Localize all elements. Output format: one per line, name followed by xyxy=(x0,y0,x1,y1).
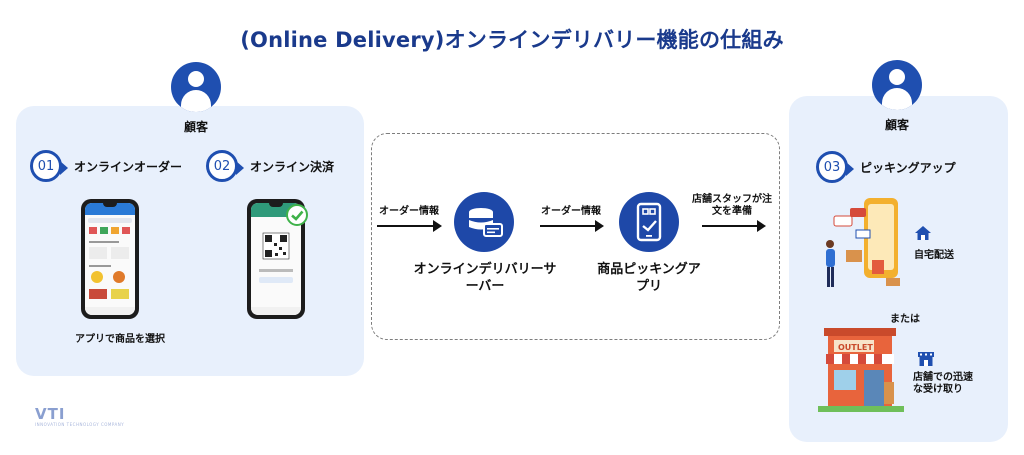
step-online-order: 01 オンラインオーダー xyxy=(30,150,182,182)
shopping-app-screen xyxy=(85,203,135,315)
step-online-payment: 02 オンライン決済 xyxy=(206,150,334,182)
delivery-system-panel xyxy=(371,133,780,340)
arrow-right-icon xyxy=(540,220,604,232)
customer-order-panel xyxy=(16,106,364,376)
home-delivery-label: 自宅配送 xyxy=(914,250,954,261)
order-info-label-1: オーダー情報 xyxy=(379,206,439,217)
or-text: または xyxy=(890,314,920,325)
user-icon xyxy=(872,60,922,110)
step-label: オンラインオーダー xyxy=(74,159,183,174)
store-icon xyxy=(918,352,934,366)
step-number-badge: 01 xyxy=(30,150,68,182)
store-sign: OUTLET xyxy=(838,343,873,352)
shopping-app-phone xyxy=(81,199,139,319)
server-label: オンラインデリバリーサーバー xyxy=(413,262,557,294)
picking-app-label: 商品ピッキングアプリ xyxy=(597,262,701,294)
arrow-right-icon xyxy=(377,220,442,232)
qr-code-icon xyxy=(262,232,290,260)
vti-logo-tagline: INNOVATION TECHNOLOGY COMPANY xyxy=(35,422,125,427)
step-label: オンライン決済 xyxy=(250,159,335,174)
order-info-label-2: オーダー情報 xyxy=(541,206,601,217)
customer-label-left: 顧客 xyxy=(183,120,208,134)
server-icon xyxy=(454,192,514,252)
store-pickup-label: 店舗での迅速な受け取り xyxy=(913,372,973,395)
step-pickup: 03 ピッキングアップ xyxy=(816,151,956,183)
step-number-badge: 02 xyxy=(206,150,244,182)
arrow-right-icon xyxy=(702,220,766,232)
mobile-app-icon xyxy=(619,192,679,252)
check-icon xyxy=(286,204,308,226)
customer-label-right: 顧客 xyxy=(884,118,909,132)
step-number-badge: 03 xyxy=(816,151,854,183)
staff-prepare-label: 店舗スタッフが注文を準備 xyxy=(692,194,772,217)
store-illustration: OUTLET xyxy=(818,328,904,412)
select-product-caption: アプリで商品を選択 xyxy=(75,334,165,345)
step-label: ピッキングアップ xyxy=(860,160,956,175)
delivery-illustration xyxy=(826,198,900,287)
home-icon xyxy=(915,226,931,240)
page-title: (Online Delivery)オンラインデリバリー機能の仕組み xyxy=(240,28,784,52)
user-icon xyxy=(171,62,221,112)
vti-logo: VTI xyxy=(35,405,66,423)
